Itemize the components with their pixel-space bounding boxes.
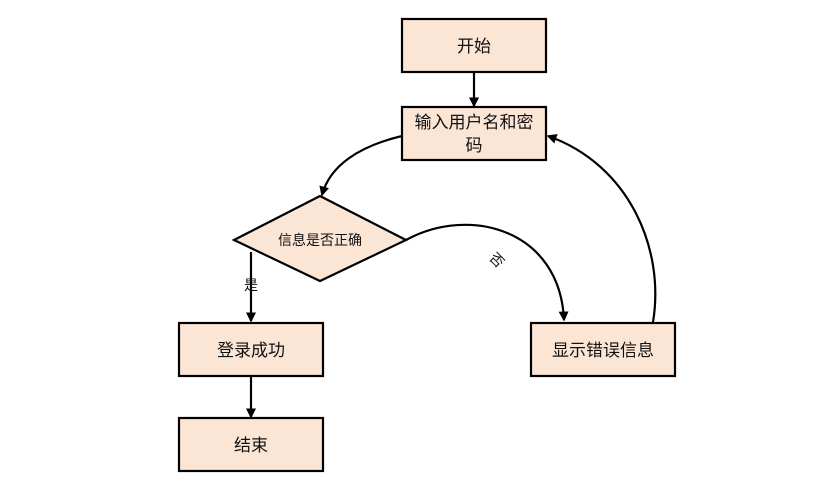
input-label-line2: 码	[466, 136, 483, 156]
edge-error-to-input	[546, 134, 657, 323]
edge-input-to-decision	[319, 134, 403, 197]
start-label: 开始	[457, 37, 491, 57]
yes-edge-label: 是	[244, 278, 258, 294]
input-node: 输入用户名和密 码	[400, 105, 548, 162]
success-node: 登录成功	[177, 321, 325, 378]
end-label: 结束	[234, 436, 268, 456]
edge-decision-to-error	[405, 223, 569, 322]
start-node: 开始	[400, 17, 548, 74]
error-node: 显示错误信息	[529, 321, 677, 378]
no-edge-label: 否	[486, 250, 507, 271]
error-label: 显示错误信息	[552, 341, 654, 361]
decision-node: 信息是否正确	[231, 194, 409, 283]
decision-label: 信息是否正确	[278, 232, 362, 249]
success-label: 登录成功	[217, 341, 285, 361]
input-label-line1: 输入用户名和密	[415, 113, 534, 133]
end-node: 结束	[177, 416, 325, 473]
